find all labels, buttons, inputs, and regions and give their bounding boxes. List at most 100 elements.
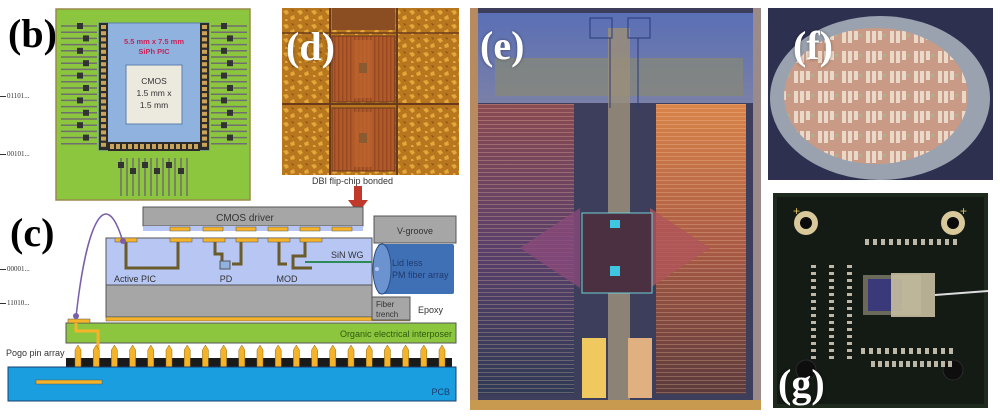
lead-pad	[77, 122, 83, 129]
bondpad	[202, 142, 207, 147]
active-pic-label: Active PIC	[114, 274, 157, 284]
pic-pad	[202, 237, 226, 243]
dbi-caption: DBI flip-chip bonded	[312, 176, 394, 186]
bondpad	[101, 87, 106, 91]
panel-c-cross-section: CMOS driver SiN WG Active PIC PD MOD V-g…	[6, 186, 457, 402]
panel-e-die-photo	[470, 8, 761, 410]
pogo-pin	[202, 344, 209, 368]
pic-substrate	[105, 284, 373, 318]
lead-pad	[83, 85, 89, 91]
smd-part	[925, 348, 929, 354]
smd-part	[941, 361, 945, 367]
bondpad	[202, 37, 207, 42]
left-taper	[520, 208, 580, 288]
smd-part	[901, 348, 905, 354]
pogo-pin	[402, 344, 409, 368]
pogo-pin	[220, 344, 227, 368]
probe-pad-1	[589, 17, 613, 39]
lead-pad	[227, 35, 233, 42]
pic-pad	[235, 237, 259, 243]
smd-part	[847, 328, 852, 331]
bondpad	[176, 144, 180, 149]
smd-part	[937, 239, 941, 245]
smd-part	[897, 239, 901, 245]
smd-part	[927, 361, 931, 367]
lead-pad	[130, 168, 136, 174]
smd-part	[892, 361, 896, 367]
bondpad	[101, 80, 106, 85]
pic-bondpad-column-left	[99, 23, 108, 150]
bondpad	[202, 74, 207, 79]
bondpad	[182, 144, 186, 149]
smd-part	[847, 335, 852, 338]
smd-part	[909, 348, 913, 354]
pogo-pin	[347, 344, 355, 368]
smd-part	[913, 239, 917, 245]
panel-c-label: (c)	[10, 210, 55, 255]
organic-interposer	[65, 322, 457, 344]
lead-pad	[77, 97, 83, 104]
lead-pad	[221, 97, 227, 104]
pic-metal-routing	[124, 242, 312, 270]
smd-part	[899, 361, 903, 367]
lead-pad	[83, 35, 89, 42]
smd-part	[847, 293, 852, 296]
smd-part	[941, 348, 945, 354]
pic-name-text: SiPh PIC	[138, 47, 170, 56]
smd-part	[829, 265, 834, 268]
bondpad	[116, 144, 120, 149]
bondpad	[202, 80, 207, 85]
smd-part	[889, 239, 893, 245]
bondpad	[101, 74, 106, 79]
fiber-pigtail	[934, 290, 988, 296]
smd-part	[811, 300, 816, 303]
smd-part	[829, 279, 834, 282]
bondpad	[188, 144, 192, 149]
smd-part	[948, 361, 952, 367]
smd-part	[873, 239, 877, 245]
bondpad	[101, 49, 106, 54]
smd-part	[905, 239, 909, 245]
cmos-text-2: 1.5 mm x	[137, 88, 173, 98]
bondpad	[101, 105, 106, 110]
bondpad	[202, 99, 207, 104]
v-groove-label: V-groove	[397, 226, 433, 236]
smd-part	[847, 356, 852, 359]
fiber-holder	[891, 273, 935, 317]
lead-pad	[83, 134, 89, 141]
bondpad	[101, 62, 106, 67]
panel-f-wafer-photo	[768, 8, 993, 180]
lead-pad	[221, 72, 227, 79]
pogo-pin	[111, 344, 118, 368]
smd-part	[885, 361, 889, 367]
pogo-pin	[129, 344, 136, 368]
smd-part	[906, 361, 910, 367]
pcb-label: PCB	[431, 387, 450, 397]
smd-part	[829, 272, 834, 275]
pic-pad	[169, 237, 193, 243]
smd-part	[811, 265, 816, 268]
mount-hole-br	[942, 359, 964, 381]
smd-part	[933, 348, 937, 354]
smd-part	[913, 361, 917, 367]
lead-pad	[178, 168, 184, 174]
panel-d-micrograph	[282, 8, 459, 175]
bondpad	[164, 144, 168, 149]
pogo-pin	[365, 344, 373, 368]
panel-g-module-photo: + +	[773, 193, 988, 408]
bottom-pad-right	[628, 338, 652, 398]
bit-stream-1: 01101...	[0, 92, 30, 100]
bondpad	[134, 144, 138, 149]
smd-part	[893, 348, 897, 354]
bondpad	[101, 142, 106, 147]
lead-pad	[77, 47, 83, 54]
cmos-bump	[267, 226, 289, 232]
lead-pad	[221, 47, 227, 54]
smd-part	[869, 348, 873, 354]
lead-pad	[83, 109, 89, 116]
smd-part	[829, 300, 834, 303]
cmos-text-3: 1.5 mm	[140, 100, 168, 110]
bondpad	[101, 130, 106, 135]
cmos-bump	[169, 226, 191, 232]
cmos-bump	[235, 226, 257, 232]
